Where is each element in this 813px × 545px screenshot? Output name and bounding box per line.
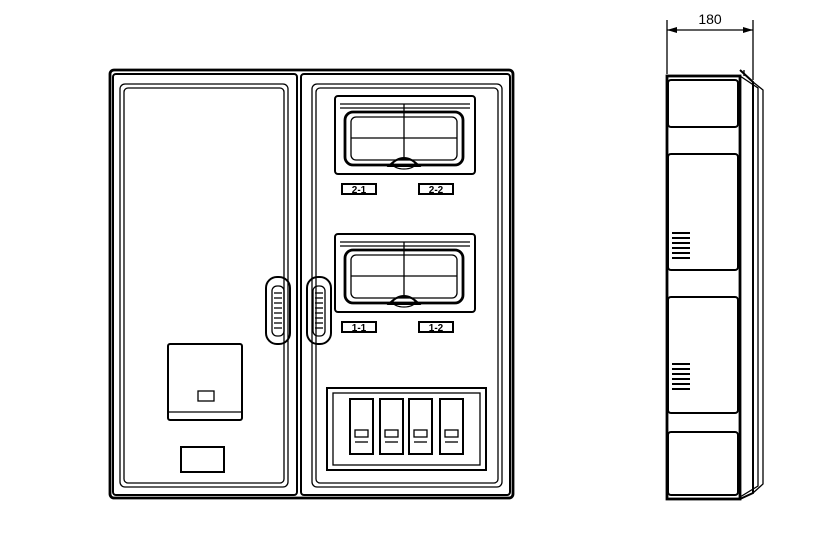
door-hinge-left[interactable]: [265, 276, 291, 345]
breaker-1[interactable]: [349, 398, 374, 455]
label-plate: [180, 446, 225, 473]
meter-window-lower[interactable]: [334, 233, 476, 313]
label-1-1: 1-1: [352, 323, 367, 334]
label-2-1: 2-1: [352, 185, 367, 196]
front-view: 2-1 2-2 1-1 1-2: [108, 68, 515, 500]
side-body: [665, 74, 742, 501]
breaker-4[interactable]: [439, 398, 464, 455]
label-2-2: 2-2: [429, 185, 444, 196]
vent-grille-lower: [672, 363, 690, 390]
window-labels-upper: 2-1 2-2: [341, 183, 454, 196]
breaker-3[interactable]: [408, 398, 433, 455]
window-labels-lower: 1-1 1-2: [341, 321, 454, 334]
right-panel: [300, 73, 511, 496]
left-door: [112, 73, 298, 496]
side-view: 180: [665, 11, 764, 501]
door-latch[interactable]: [167, 343, 243, 421]
breaker-section: [326, 387, 487, 471]
meter-window-upper[interactable]: [334, 95, 476, 175]
enclosure-outline: [108, 68, 515, 500]
dimension-value: 180: [698, 11, 722, 27]
label-1-2: 1-2: [429, 323, 444, 334]
vent-grille-upper: [672, 232, 690, 259]
depth-dimension: 180: [666, 11, 754, 80]
breaker-2[interactable]: [379, 398, 404, 455]
door-hinge-right[interactable]: [306, 276, 332, 345]
